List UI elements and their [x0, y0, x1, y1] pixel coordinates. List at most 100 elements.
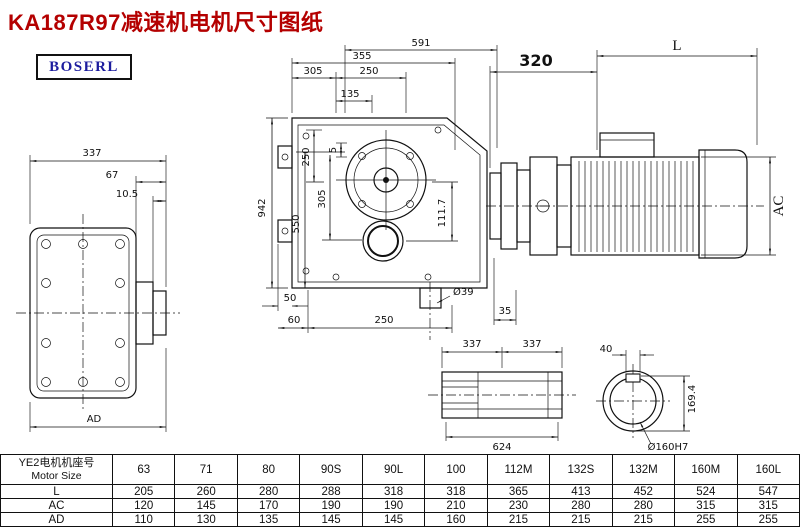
dim-side-ad: AD	[87, 414, 102, 425]
table-cell: 130	[174, 512, 238, 527]
table-cell: 255	[674, 512, 738, 527]
table-cell: 135	[236, 512, 301, 527]
table-cell: 120	[111, 498, 176, 513]
dim-front-250-bottom: 250	[374, 315, 393, 326]
dim-motor-L: L	[672, 38, 681, 54]
bore-section-view: 40 169.4 Ø160H7	[596, 344, 698, 453]
table-cell: 160	[424, 512, 488, 527]
table-row-AD: AD 110 130 135 145 145 160 215 215 215 2…	[0, 512, 800, 527]
table-cell: 547	[736, 484, 800, 499]
table-cell: 190	[299, 498, 363, 513]
dim-bore-160H7: Ø160H7	[648, 441, 689, 453]
table-header-cell: 80	[236, 454, 301, 485]
dim-front-305-top: 305	[303, 66, 322, 77]
table-cell: 215	[611, 512, 676, 527]
table-header-cell: 112M	[486, 454, 551, 485]
table-header-motor-size: YE2电机机座号 Motor Size	[0, 454, 113, 485]
sleeve-outline	[441, 371, 563, 419]
table-cell: 255	[736, 512, 800, 527]
table-cell: 315	[736, 498, 800, 513]
dim-front-dia39: Ø39	[453, 286, 474, 298]
table-cell: 260	[174, 484, 238, 499]
motor-fins	[574, 161, 696, 252]
table-header-cell: 160L	[736, 454, 800, 485]
dim-front-355: 355	[352, 51, 371, 62]
dim-bore-169-4: 169.4	[687, 385, 698, 414]
table-header-cell: 132M	[611, 454, 676, 485]
dim-front-135: 135	[340, 89, 359, 100]
table-cell: 190	[361, 498, 426, 513]
dim-motor-320: 320	[519, 51, 552, 70]
dim-front-50: 50	[284, 293, 297, 304]
dim-front-591: 591	[411, 38, 430, 49]
lower-bore-circle	[362, 220, 404, 262]
table-cell: 210	[424, 498, 488, 513]
front-housing-outline	[291, 117, 488, 289]
fan-cover	[698, 149, 748, 259]
motor-size-label-en: Motor Size	[31, 470, 82, 482]
terminal-box	[599, 132, 655, 158]
table-cell: 215	[549, 512, 613, 527]
dim-front-35: 35	[499, 306, 512, 317]
dim-front-111-7: 111.7	[437, 199, 448, 228]
dim-side-337: 337	[82, 148, 101, 159]
dim-front-305-left: 305	[317, 189, 328, 208]
brand-logo: BOSERL	[36, 54, 132, 80]
row-label: AD	[0, 512, 113, 527]
bore-outer-circle	[602, 370, 664, 432]
table-cell: 110	[111, 512, 176, 527]
motor-view: 320 L AC	[486, 38, 787, 259]
output-flange-circle	[345, 139, 427, 221]
table-cell: 288	[299, 484, 363, 499]
table-cell: 524	[674, 484, 738, 499]
table-row-AC: AC 120 145 170 190 190 210 230 280 280 3…	[0, 498, 800, 513]
brand-logo-text: BOSERL	[49, 58, 119, 75]
output-shaft-stub	[419, 287, 442, 309]
front-view-dimensions: 591 355 305 250 135 942 550	[257, 38, 517, 333]
dim-sleeve-624: 624	[492, 442, 511, 453]
keyway-slot	[625, 373, 641, 383]
dim-sleeve-337-right: 337	[522, 339, 541, 350]
table-cell: 280	[611, 498, 676, 513]
table-header-cell: 71	[174, 454, 238, 485]
table-cell: 145	[174, 498, 238, 513]
table-cell: 452	[611, 484, 676, 499]
page-title: KA187R97减速机电机尺寸图纸	[8, 10, 324, 35]
table-header-cell: 100	[424, 454, 488, 485]
table-cell: 205	[111, 484, 176, 499]
dim-front-942: 942	[257, 198, 268, 217]
table-cell: 318	[361, 484, 426, 499]
dim-side-10-5: 10.5	[116, 189, 138, 200]
table-header-row: YE2电机机座号 Motor Size 63 71 80 90S 90L 100…	[0, 454, 800, 485]
table-cell: 145	[361, 512, 426, 527]
motor-size-table: YE2电机机座号 Motor Size 63 71 80 90S 90L 100…	[0, 454, 800, 527]
technical-drawing: 337 67 10.5 AD	[16, 38, 787, 453]
motor-size-label-cn: YE2电机机座号	[18, 457, 95, 469]
dim-side-67: 67	[106, 170, 119, 181]
shaft-sleeve-view: 337 337 624	[428, 339, 576, 453]
table-header-cell: 90S	[299, 454, 363, 485]
table-cell: 413	[549, 484, 613, 499]
table-cell: 315	[674, 498, 738, 513]
table-cell: 215	[486, 512, 551, 527]
table-cell: 280	[236, 484, 301, 499]
gearbox-side-view: 337 67 10.5 AD	[16, 148, 180, 432]
dim-bore-40: 40	[600, 344, 613, 355]
row-label: AC	[0, 498, 113, 513]
table-cell: 318	[424, 484, 488, 499]
dim-front-250-top: 250	[359, 66, 378, 77]
table-header-cell: 90L	[361, 454, 426, 485]
dim-motor-AC: AC	[771, 196, 787, 217]
dim-front-5: 5	[328, 147, 339, 153]
table-header-cell: 63	[111, 454, 176, 485]
dim-front-250-left: 250	[301, 147, 312, 166]
table-cell: 365	[486, 484, 551, 499]
table-cell: 230	[486, 498, 551, 513]
table-cell: 170	[236, 498, 301, 513]
dim-front-550: 550	[291, 214, 302, 233]
table-cell: 145	[299, 512, 363, 527]
dim-front-60: 60	[288, 315, 301, 326]
gearbox-front-view	[277, 117, 488, 340]
table-cell: 280	[549, 498, 613, 513]
